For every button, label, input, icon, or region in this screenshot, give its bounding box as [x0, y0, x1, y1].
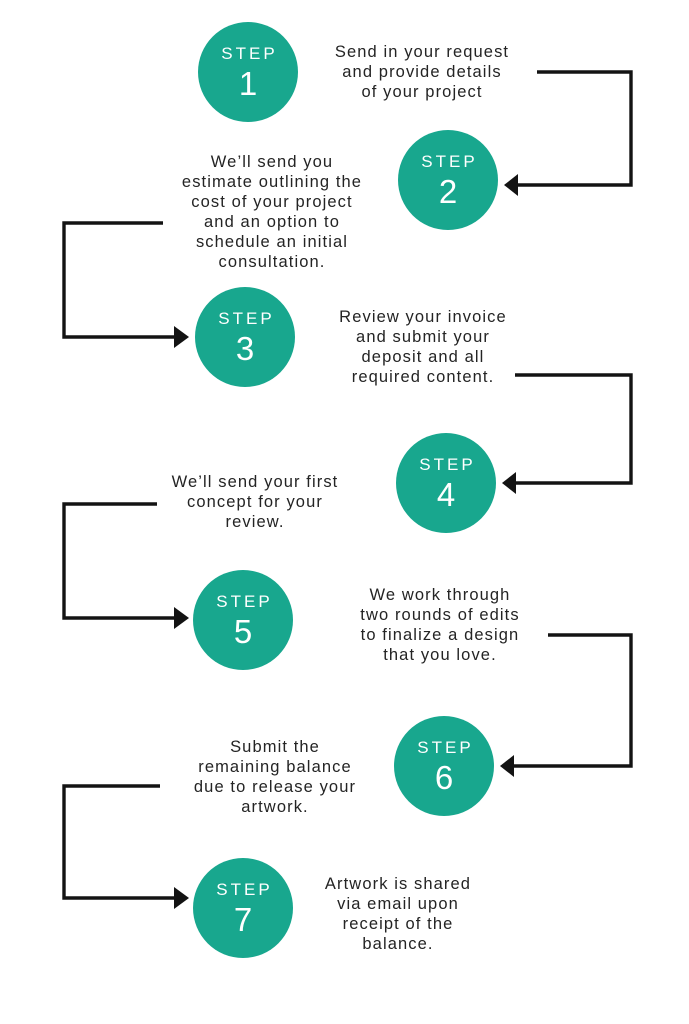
step-3-number: 3: [235, 329, 255, 367]
step-5-label: STEP: [216, 591, 273, 611]
step-3-description: Review your invoice and submit your depo…: [339, 308, 507, 386]
step-7-circle: STEP 7: [193, 858, 293, 958]
step-7-number: 7: [233, 900, 253, 938]
step-2-label: STEP: [421, 151, 478, 171]
step-2-number: 2: [438, 172, 458, 210]
step-4-circle: STEP 4: [396, 433, 496, 533]
step-3-label: STEP: [218, 308, 275, 328]
step-7-description: Artwork is shared via email upon receipt…: [324, 875, 472, 953]
step-7-label: STEP: [216, 879, 273, 899]
step-6-label: STEP: [417, 737, 474, 757]
step-5-circle: STEP 5: [193, 570, 293, 670]
step-2-description: We’ll send you estimate outlining the co…: [181, 153, 363, 271]
step-4-number: 4: [436, 475, 456, 513]
arrow-step3-to-step4-icon: [502, 373, 633, 494]
step-6-description: Submit the remaining balance due to rele…: [193, 738, 357, 816]
step-4-label: STEP: [419, 454, 476, 474]
step-5-number: 5: [233, 612, 253, 650]
step-4-description: We’ll send your first concept for your r…: [171, 473, 339, 531]
step-5-description: We work through two rounds of edits to f…: [360, 586, 520, 664]
step-6-circle: STEP 6: [394, 716, 494, 816]
step-2-circle: STEP 2: [398, 130, 498, 230]
step-1-number: 1: [238, 64, 258, 102]
step-1-label: STEP: [221, 43, 278, 63]
step-1-description: Send in your request and provide details…: [334, 43, 510, 101]
step-3-circle: STEP 3: [195, 287, 295, 387]
step-6-number: 6: [434, 758, 454, 796]
step-1-circle: STEP 1: [198, 22, 298, 122]
